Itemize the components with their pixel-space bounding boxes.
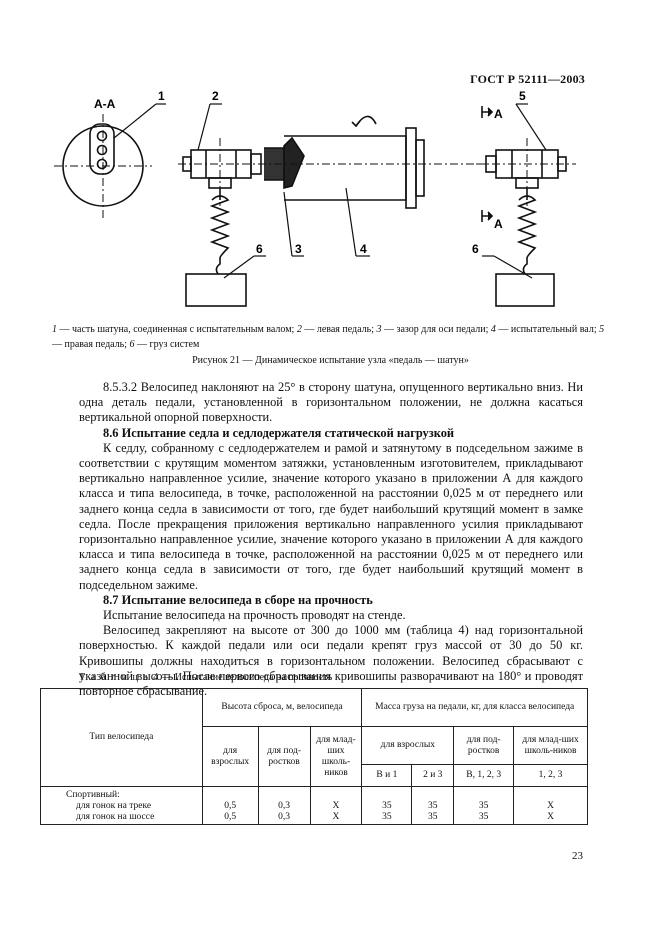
legend-text: — часть шатуна, соединенная с испытатель… (57, 324, 297, 335)
legend-num: 2 (296, 324, 302, 335)
standard-header: ГОСТ Р 52111—2003 (470, 72, 585, 86)
pedal-crank-test-drawing: А-А 1 2 3 4 5 6 6 А А (54, 89, 576, 307)
row-label: для гонок на треке (76, 801, 152, 811)
col-type-header: Тип велосипеда (40, 688, 203, 787)
row-labels: Спортивный: для гонок на треке для гонок… (40, 786, 203, 825)
right-weight (495, 273, 555, 307)
mass-group-header: Масса груза на педали, кг, для класса ве… (361, 688, 588, 727)
legend-num: 4 (490, 324, 496, 335)
legend-text: — зазор для оси педали; (381, 324, 491, 335)
mass-teen-header: для под-ростков (453, 726, 515, 765)
callout-3: 3 (295, 242, 302, 256)
legend-num: 6 (129, 339, 135, 350)
table-caption-prefix: Т а б л и ц а 4 (79, 672, 160, 683)
legend-text: — правая педаль; (52, 339, 130, 350)
row-label: для гонок на шоссе (76, 812, 155, 822)
legend-text: — испытательный вал; (495, 324, 600, 335)
height-adult-header: для взрослых (201, 726, 259, 787)
class-header: В, 1, 2, 3 (453, 764, 515, 787)
cut-label-top: А (494, 107, 503, 121)
figure-caption: Рисунок 21 — Динамическое испытание узла… (192, 355, 469, 366)
height-group-header: Высота сброса, м, велосипеда (201, 688, 363, 727)
callout-4: 4 (360, 242, 367, 256)
figure-21: А-А 1 2 3 4 5 6 6 А А (46, 88, 606, 314)
height-teen-header: для под-ростков (257, 726, 311, 787)
height-junior-header: для млад-ших школь-ников (309, 726, 363, 787)
table-caption: Т а б л и ц а 4 — Испытание велосипеда н… (79, 672, 332, 683)
mass-junior-header: для млад-ших школь-ников (513, 726, 588, 765)
section-text: 8.5.3.2 Велосипед наклоняют на 25° в сто… (79, 380, 583, 699)
mass-adult-header: для взрослых (361, 726, 455, 765)
table-caption-text: — Испытание велосипеда на прочность (159, 672, 333, 683)
legend-num: 5 (599, 324, 605, 335)
class-header: 2 и 3 (411, 764, 455, 787)
callout-6-left: 6 (256, 242, 263, 256)
left-weight (185, 273, 247, 307)
callout-5: 5 (519, 89, 526, 103)
callout-6-right: 6 (472, 242, 479, 256)
figure-legend: 1 — часть шатуна, соединенная с испытате… (52, 322, 614, 352)
section-label: А-А (94, 97, 116, 111)
paragraph-8532: 8.5.3.2 Велосипед наклоняют на 25° в сто… (79, 380, 583, 425)
legend-num: 1 (52, 324, 57, 335)
callout-1: 1 (158, 89, 165, 103)
page-number: 23 (572, 850, 583, 862)
paragraph-86: К седлу, собранному с седлодержателем и … (79, 440, 583, 592)
cut-label-bottom: А (494, 217, 503, 231)
paragraph-87b: Велосипед закрепляют на высоте от 300 до… (79, 623, 583, 699)
legend-text: — левая педаль; (301, 324, 377, 335)
table-4: Тип велосипеда Высота сброса, м, велосип… (40, 688, 588, 825)
heading-86: 8.6 Испытание седла и седлодержателя ста… (103, 425, 455, 440)
legend-text: — груз систем (134, 339, 200, 350)
crank-part (89, 123, 115, 175)
callout-2: 2 (212, 89, 219, 103)
row-group-label: Спортивный: (66, 790, 120, 800)
class-header: 1, 2, 3 (513, 764, 588, 787)
class-header: В и 1 (361, 764, 413, 787)
heading-87: 8.7 Испытание велосипеда в сборе на проч… (103, 592, 373, 607)
legend-num: 3 (376, 324, 382, 335)
paragraph-87a: Испытание велосипеда на прочность провод… (103, 608, 406, 623)
